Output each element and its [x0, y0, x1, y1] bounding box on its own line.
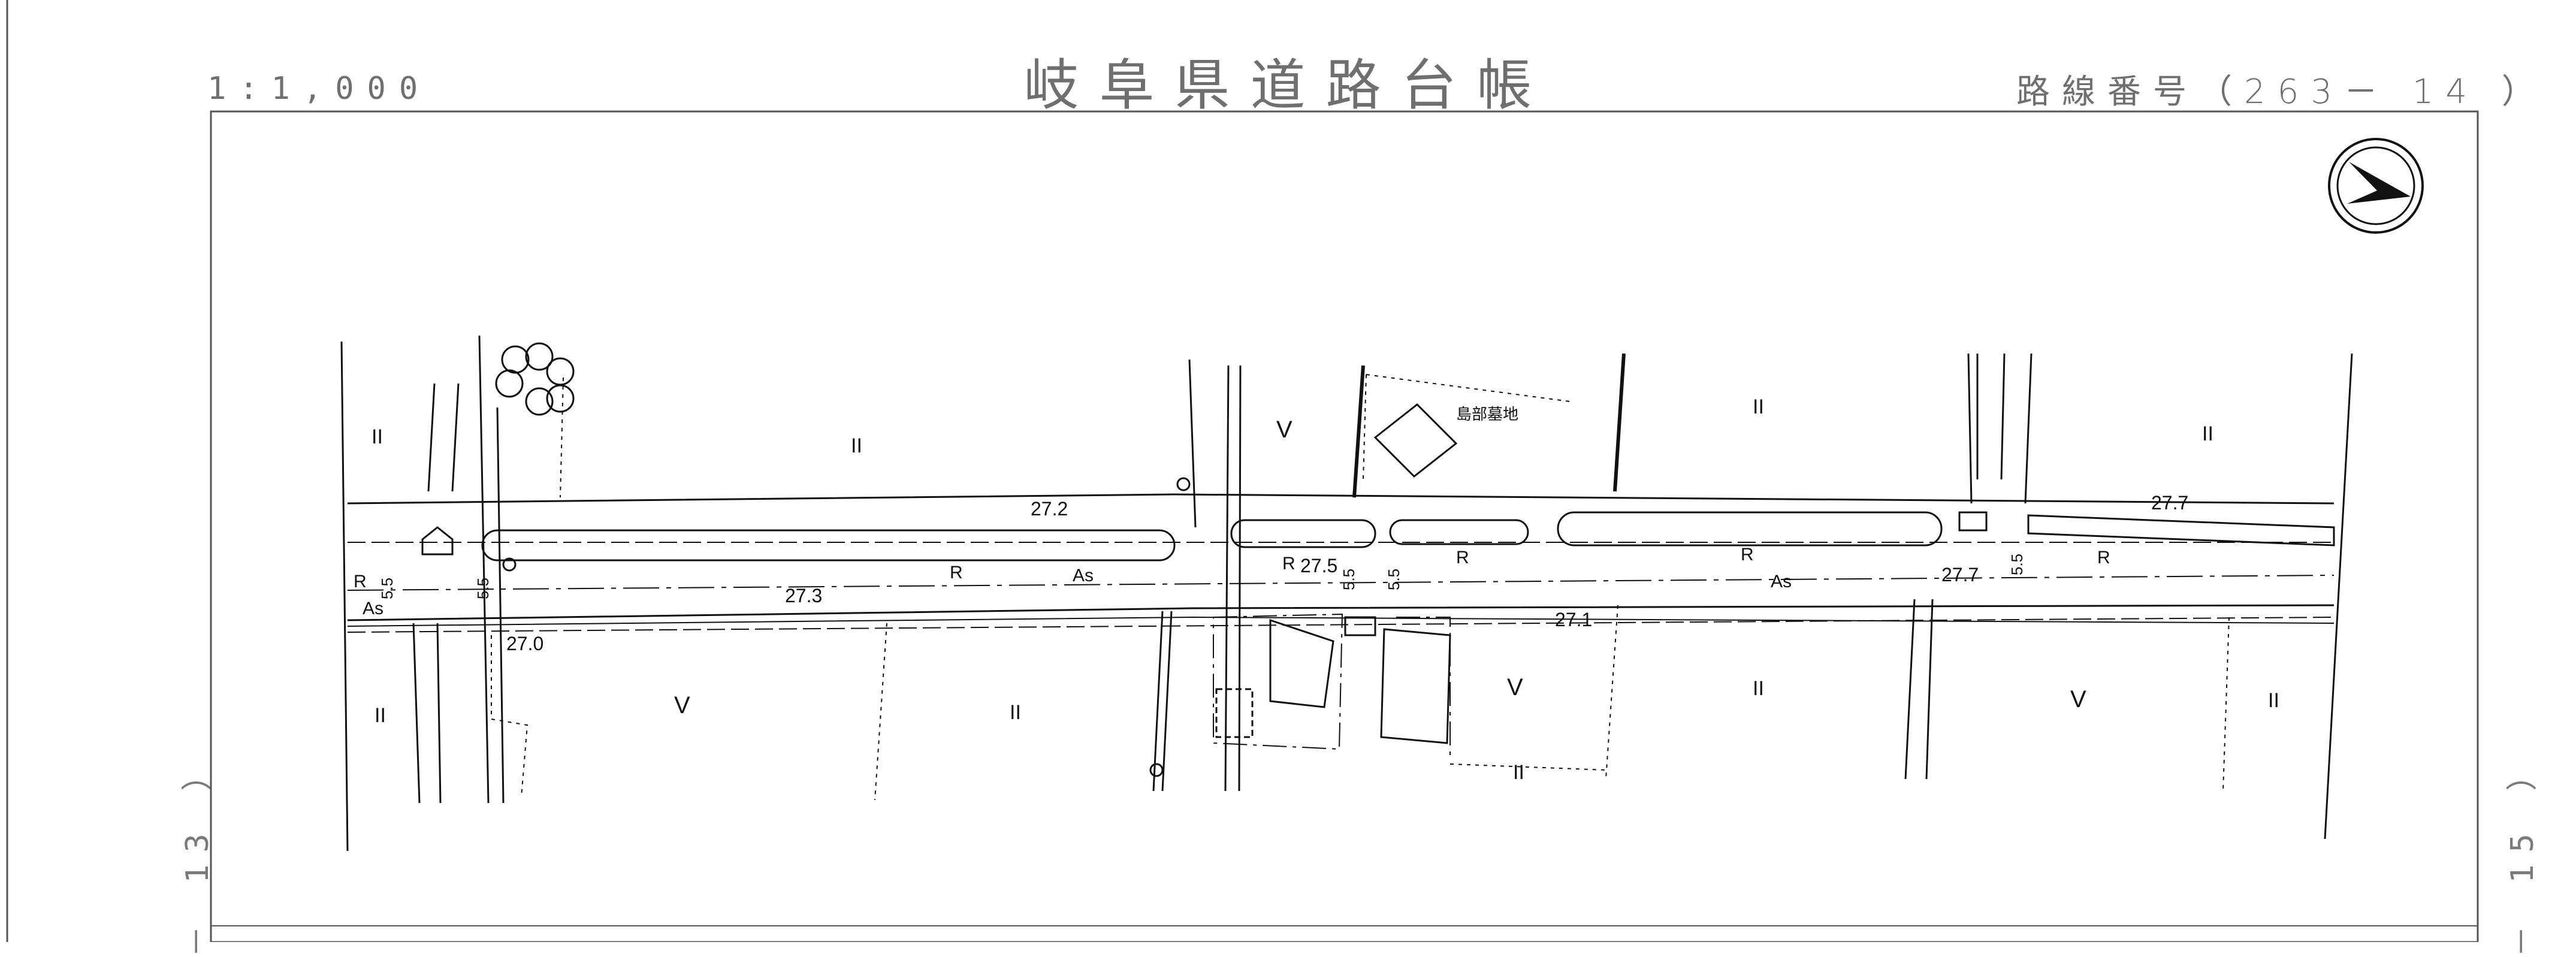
wet-field-symbol: II: [851, 434, 862, 457]
parcel-boundary: [1449, 763, 1606, 771]
building: [1373, 403, 1458, 478]
side-road-edge: [2024, 353, 2353, 840]
surface-label: R: [1741, 545, 1754, 564]
dry-field-symbol: V: [2070, 686, 2086, 713]
map-frame: [210, 110, 2479, 942]
wet-field-symbol: II: [1513, 761, 1524, 784]
planting-strip: [1389, 519, 1529, 545]
dry-field-symbol: V: [674, 692, 690, 718]
parcel-boundary: [1605, 605, 1618, 780]
wet-field-symbol: II: [2202, 422, 2213, 445]
planting-strip: [1230, 519, 1376, 548]
parcel-boundary: [1363, 374, 1571, 480]
elevation-label: 27.7: [1941, 564, 1979, 585]
route-number: 路線番号（263－ 14 ）: [2016, 73, 2547, 111]
building-lot: [1213, 613, 1343, 750]
bus-shelter: [421, 526, 454, 556]
cemetery-label: 島部墓地: [1456, 405, 1518, 423]
drain-channel: [427, 383, 460, 492]
side-road-edge: [340, 341, 349, 852]
surface-label: R: [1456, 548, 1469, 567]
surface-label: R: [2097, 548, 2110, 567]
road-edge-south-inner: [347, 616, 2335, 627]
wet-field-symbol: II: [372, 425, 383, 448]
planting-strip: [2027, 514, 2335, 547]
building: [1344, 616, 1376, 636]
elevation-label: 27.5: [1300, 555, 1337, 576]
elevation-label: 27.3: [785, 585, 822, 606]
elevation-label: 27.0: [506, 633, 543, 654]
parcel-boundary: [560, 377, 564, 498]
road-boundary-south: [347, 617, 2335, 633]
width-label: 5.5: [1385, 569, 1403, 590]
planting-strip: [481, 529, 1176, 561]
tree-symbol: [495, 342, 575, 416]
wall: [1613, 353, 1626, 492]
manhole: [1958, 511, 1988, 532]
surface-label: R: [1282, 554, 1295, 573]
parcel-boundary: [2222, 617, 2230, 792]
building: [1269, 618, 1334, 708]
road-centerline: [347, 575, 2335, 591]
wall: [1352, 365, 1365, 498]
width-label: 5.5: [378, 578, 396, 599]
width-label: 5.5: [1340, 569, 1358, 590]
building-lot: [1396, 617, 1451, 761]
side-road-edge: [1904, 599, 1934, 780]
wet-field-symbol: II: [2268, 689, 2279, 712]
planting-strip: [1557, 511, 1943, 547]
wet-field-symbol: II: [1010, 701, 1021, 724]
hydrant-icon: [502, 477, 1191, 777]
drain-channel: [1152, 611, 1173, 792]
wet-field-symbol: II: [1753, 396, 1764, 418]
surface-label: As: [363, 599, 383, 618]
width-label: 5.5: [2008, 554, 2026, 575]
dry-field-symbol: V: [1507, 674, 1523, 701]
dry-field-symbol: V: [1276, 416, 1292, 443]
parcel-boundary: [874, 623, 887, 801]
side-road-edge: [1967, 353, 1973, 504]
scale-label: 1:1,000: [207, 71, 431, 107]
surface-label: As: [1771, 572, 1792, 591]
width-label: 5.5: [474, 578, 492, 599]
building: [1380, 628, 1451, 744]
parcel-boundary: [491, 635, 529, 798]
drain-channel: [1976, 353, 2006, 480]
wet-field-symbol: II: [375, 704, 386, 727]
surface-label: R: [950, 563, 963, 582]
surface-label: As: [1073, 566, 1094, 585]
side-road-edge: [1224, 365, 1242, 792]
map-title: 岐阜県道路台帳: [1023, 53, 1553, 117]
road-edge-north: [347, 493, 2335, 505]
surface-label: R: [354, 572, 367, 591]
elevation-label: 27.1: [1555, 609, 1592, 630]
road-edge-south: [347, 604, 2335, 621]
side-road-edge: [478, 335, 505, 804]
side-road-edge: [1188, 359, 1197, 528]
building: [1215, 688, 1254, 738]
wet-field-symbol: II: [1753, 677, 1764, 700]
elevation-label: 27.2: [1031, 498, 1068, 520]
side-road-edge: [412, 623, 442, 804]
elevation-label: 27.7: [2151, 492, 2188, 514]
north-arrow-icon: [2328, 138, 2424, 234]
